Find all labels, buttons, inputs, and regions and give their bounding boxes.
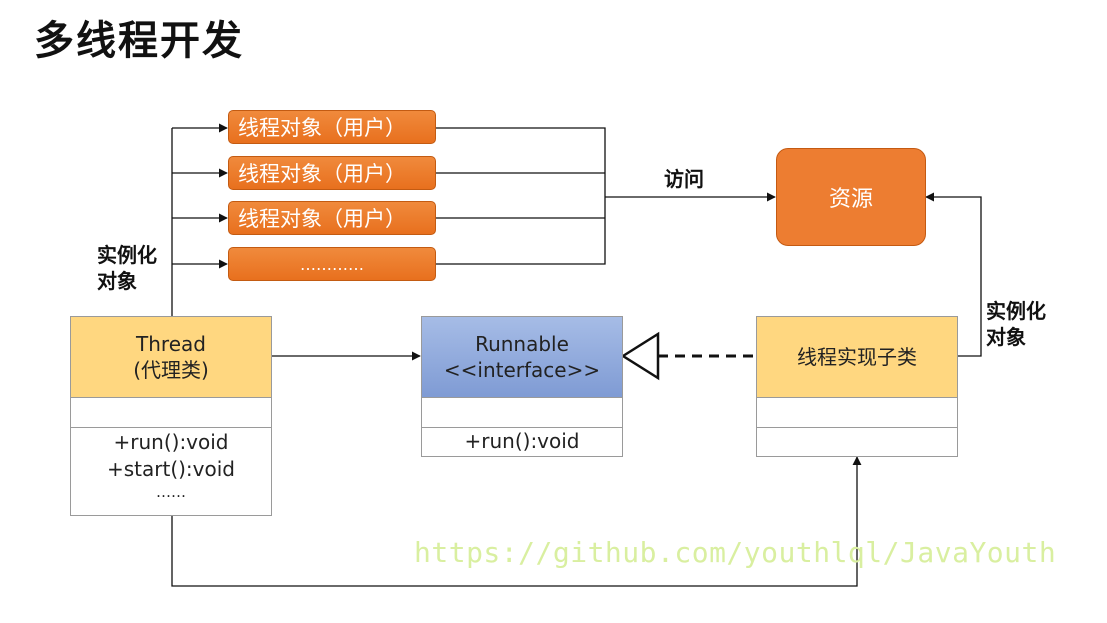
impl-instantiate-line	[925, 192, 982, 357]
thread-object-2: 线程对象（用户）	[228, 156, 436, 190]
objects-bus	[436, 127, 606, 265]
resource-box: 资源	[776, 148, 926, 246]
thread-class-attributes	[71, 397, 271, 427]
runnable-header: Runnable <<interface>>	[422, 317, 622, 397]
runnable-interface-box: Runnable <<interface>> +run():void	[421, 316, 623, 457]
instantiate-label-right: 实例化 对象	[986, 298, 1046, 350]
thread-object-more: …………	[228, 247, 436, 281]
thread-object-3: 线程对象（用户）	[228, 201, 436, 235]
thread-method-start: +start():void	[106, 457, 235, 481]
thread-method-more: ……	[156, 483, 186, 501]
instantiate-label-left: 实例化 对象	[97, 242, 157, 294]
access-label: 访问	[664, 167, 704, 191]
instantiate-right-line1: 实例化	[986, 299, 1046, 323]
impl-class-attributes	[757, 397, 957, 427]
impl-class-box: 线程实现子类	[756, 316, 958, 457]
impl-class-methods	[757, 427, 957, 456]
thread-object-1: 线程对象（用户）	[228, 110, 436, 144]
thread-method-run: +run():void	[113, 430, 229, 454]
thread-class-name: Thread	[136, 332, 206, 356]
runnable-attributes	[422, 397, 622, 427]
impl-class-name: 线程实现子类	[797, 345, 917, 369]
instantiate-left-line2: 对象	[97, 269, 137, 293]
runnable-method-run: +run():void	[464, 429, 580, 453]
runnable-stereotype: <<interface>>	[443, 358, 601, 382]
github-watermark: https://github.com/youthlql/JavaYouth	[414, 536, 1057, 569]
thread-class-box: Thread (代理类) +run():void +start():void ……	[70, 316, 272, 516]
thread-class-stereotype: (代理类)	[133, 358, 209, 382]
instantiate-right-line2: 对象	[986, 325, 1026, 349]
realization-triangle	[620, 331, 660, 381]
runnable-methods: +run():void	[422, 427, 622, 456]
impl-class-header: 线程实现子类	[757, 317, 957, 397]
thread-impl-line	[171, 456, 862, 587]
thread-class-header: Thread (代理类)	[71, 317, 271, 397]
instantiate-left-line1: 实例化	[97, 243, 157, 267]
runnable-name: Runnable	[475, 332, 569, 356]
thread-class-methods: +run():void +start():void ……	[71, 427, 271, 501]
page-title: 多线程开发	[34, 18, 244, 64]
